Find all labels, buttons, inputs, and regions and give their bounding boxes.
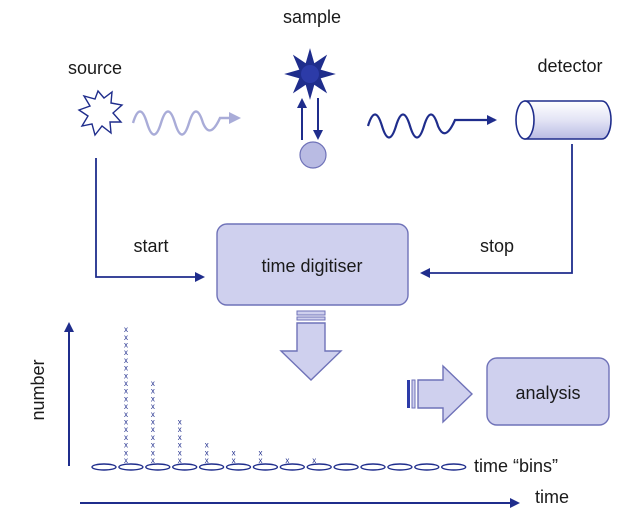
histogram-mark: x [178,441,182,450]
stop-signal-line [420,144,573,278]
time-bin [91,463,117,471]
histogram-mark: x [151,456,155,465]
histogram-mark: x [124,433,128,442]
histogram-mark: x [124,356,128,365]
histogram-mark: x [124,325,128,334]
histogram-mark: x [151,441,155,450]
time-bin [279,463,305,471]
histogram-mark: x [178,425,182,434]
source-burst-icon [77,89,124,137]
time-bin [333,463,359,471]
histogram-mark: x [285,456,289,465]
down-block-arrow [279,310,343,381]
histogram-mark: x [312,456,316,465]
analysis-label: analysis [515,383,580,403]
sample-star-core [301,65,319,83]
histogram-mark: x [124,341,128,350]
histogram-mark: x [124,448,128,457]
histogram-mark: x [124,402,128,411]
histogram-mark: x [259,456,263,465]
start-label: start [133,236,168,256]
source-label: source [68,58,122,78]
histogram-mark: x [205,456,209,465]
histogram-mark: x [124,379,128,388]
histogram-mark: x [151,410,155,419]
time-bin [171,463,198,471]
histogram-mark: x [178,433,182,442]
right-block-arrow [407,364,474,424]
time-bin [306,463,332,471]
histogram-mark: x [151,394,155,403]
detector-cylinder-icon [515,100,612,140]
histogram-mark: x [124,371,128,380]
histogram-mark: x [124,425,128,434]
time-bin [198,463,225,471]
histogram-mark: x [124,418,128,427]
sample-label: sample [283,7,341,27]
excitation-wave [131,110,241,136]
histogram-mark: x [151,448,155,457]
histogram-mark: x [124,333,128,342]
time-bins [91,463,467,471]
detector-label: detector [537,56,602,76]
time-bin [360,463,386,471]
histogram-mark: x [124,394,128,403]
histogram-mark: x [124,387,128,396]
start-signal-line [95,158,205,282]
histogram-marks: xxxxxxxxxxxxxxxxxxxxxxxxxxxxxxxxxxxxxxxx… [124,325,316,465]
histogram-mark: x [178,418,182,427]
ground-state-circle-icon [299,141,327,169]
time-bin [414,463,440,471]
histogram-mark: x [259,448,263,457]
number-axis-label: number [28,359,48,420]
histogram-mark: x [178,456,182,465]
histogram-mark: x [205,448,209,457]
time-digitiser-box [216,223,409,306]
histogram-mark: x [232,456,236,465]
analysis-box [486,357,610,426]
histogram-mark: x [151,425,155,434]
time-bin [252,463,279,471]
histogram-mark: x [124,456,128,465]
histogram-mark: x [124,348,128,357]
time-bin [118,463,144,471]
stop-label: stop [480,236,514,256]
histogram-mark: x [151,402,155,411]
time-bin [225,463,252,471]
histogram-mark: x [232,448,236,457]
histogram-mark: x [124,441,128,450]
histogram-mark: x [178,448,182,457]
histogram-mark: x [151,387,155,396]
time-bins-label: time “bins” [474,456,558,476]
time-bin [387,463,413,471]
histogram-mark: x [124,410,128,419]
time-digitiser-label: time digitiser [261,256,362,276]
histogram-mark: x [205,441,209,450]
histogram-mark: x [124,364,128,373]
time-bin [441,463,467,471]
histogram-mark: x [151,418,155,427]
histogram-mark: x [151,433,155,442]
time-bin [145,463,171,471]
histogram-mark: x [151,379,155,388]
time-axis-label: time [535,487,569,507]
emission-wave [366,113,497,139]
